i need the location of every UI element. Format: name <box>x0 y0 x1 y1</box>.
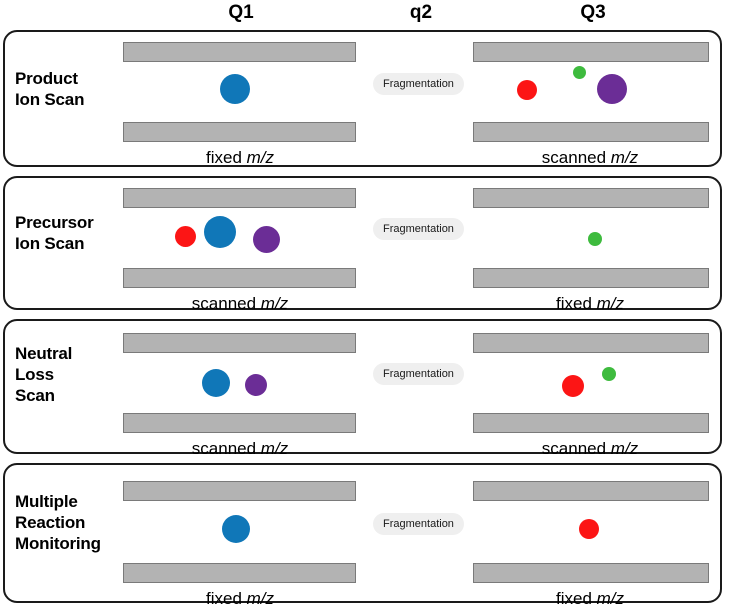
quadrupole-rod-bottom <box>123 122 356 142</box>
column-header-q3: Q3 <box>580 2 606 23</box>
mz-caption-q1: scanned m/z <box>117 294 363 314</box>
mz-caption-q1: fixed m/z <box>117 589 363 609</box>
mz-caption-unit: m/z <box>596 589 625 608</box>
mz-caption-q3: fixed m/z <box>467 294 713 314</box>
quadrupole-rod-top <box>123 333 356 353</box>
quadrupole-q3: scanned m/z <box>473 38 712 171</box>
quadrupole-q1: scanned m/z <box>123 184 359 314</box>
mz-caption-prefix: scanned <box>191 294 261 313</box>
ion-purple <box>245 374 267 396</box>
scan-type-label-line: Precursor <box>15 213 94 232</box>
mz-caption-prefix: scanned <box>191 439 261 458</box>
quadrupole-rod-bottom <box>123 268 356 288</box>
ion-green <box>572 66 586 79</box>
fragmentation-pill: Fragmentation <box>373 363 464 385</box>
ion-blue <box>222 515 250 543</box>
ion-green <box>588 232 602 246</box>
scan-type-label-line: Loss <box>15 365 54 384</box>
quadrupole-rod-top <box>473 481 709 501</box>
ion-blue <box>202 369 230 397</box>
scan-type-label-line: Reaction <box>15 513 86 532</box>
mz-caption-prefix: fixed <box>555 294 597 313</box>
quadrupole-rod-top <box>123 481 356 501</box>
quadrupole-rod-top <box>123 188 356 208</box>
scan-type-label-line: Neutral <box>15 344 73 363</box>
mz-caption-q3: scanned m/z <box>467 439 713 459</box>
mz-caption-prefix: scanned <box>541 439 611 458</box>
quadrupole-q1: fixed m/z <box>123 471 359 608</box>
quadrupole-rod-top <box>473 333 709 353</box>
quadrupole-rod-bottom <box>473 122 709 142</box>
ion-red <box>517 80 537 100</box>
quadrupole-rod-top <box>473 188 709 208</box>
mz-caption-q1: scanned m/z <box>117 439 363 459</box>
mz-caption-unit: m/z <box>610 439 639 458</box>
mz-caption-prefix: scanned <box>541 148 611 167</box>
column-header-q1: Q1 <box>228 2 254 23</box>
mz-caption-q3: scanned m/z <box>467 148 713 168</box>
quadrupole-rod-top <box>473 42 709 62</box>
mz-caption-prefix: fixed <box>205 148 247 167</box>
mz-caption-prefix: fixed <box>555 589 597 608</box>
quadrupole-rod-top <box>123 42 356 62</box>
quadrupole-q3: fixed m/z <box>473 184 712 314</box>
mz-caption-unit: m/z <box>246 148 275 167</box>
mz-caption-unit: m/z <box>596 294 625 313</box>
quadrupole-q1: fixed m/z <box>123 38 359 171</box>
fragmentation-pill: Fragmentation <box>373 218 464 240</box>
ion-red <box>562 375 584 397</box>
column-header-row: Q1 q2 Q3 <box>0 0 729 28</box>
mz-caption-unit: m/z <box>260 439 289 458</box>
ion-red <box>579 519 599 539</box>
quadrupole-rod-bottom <box>473 563 709 583</box>
ion-blue <box>204 216 236 248</box>
mz-caption-prefix: fixed <box>205 589 247 608</box>
ion-purple <box>252 226 280 253</box>
ion-blue <box>220 74 250 104</box>
scan-type-label-line: Scan <box>15 386 55 405</box>
column-header-q2: q2 <box>409 2 433 23</box>
ion-purple <box>597 74 627 104</box>
quadrupole-q3: scanned m/z <box>473 327 712 458</box>
mz-caption-unit: m/z <box>246 589 275 608</box>
quadrupole-rod-bottom <box>473 413 709 433</box>
mz-caption-unit: m/z <box>260 294 289 313</box>
quadrupole-q3: fixed m/z <box>473 471 712 608</box>
fragmentation-pill: Fragmentation <box>373 513 464 535</box>
quadrupole-rod-bottom <box>473 268 709 288</box>
mz-caption-unit: m/z <box>610 148 639 167</box>
scan-type-label-line: Ion Scan <box>15 234 85 253</box>
ion-green <box>602 367 616 381</box>
scan-type-label-line: Product <box>15 69 78 88</box>
quadrupole-rod-bottom <box>123 413 356 433</box>
fragmentation-pill: Fragmentation <box>373 73 464 95</box>
scan-type-label-line: Monitoring <box>15 534 101 553</box>
ion-red <box>174 226 196 247</box>
quadrupole-rod-bottom <box>123 563 356 583</box>
quadrupole-q1: scanned m/z <box>123 327 359 458</box>
mz-caption-q1: fixed m/z <box>117 148 363 168</box>
scan-type-label-line: Ion Scan <box>15 90 85 109</box>
mz-caption-q3: fixed m/z <box>467 589 713 609</box>
scan-type-label-line: Multiple <box>15 492 78 511</box>
